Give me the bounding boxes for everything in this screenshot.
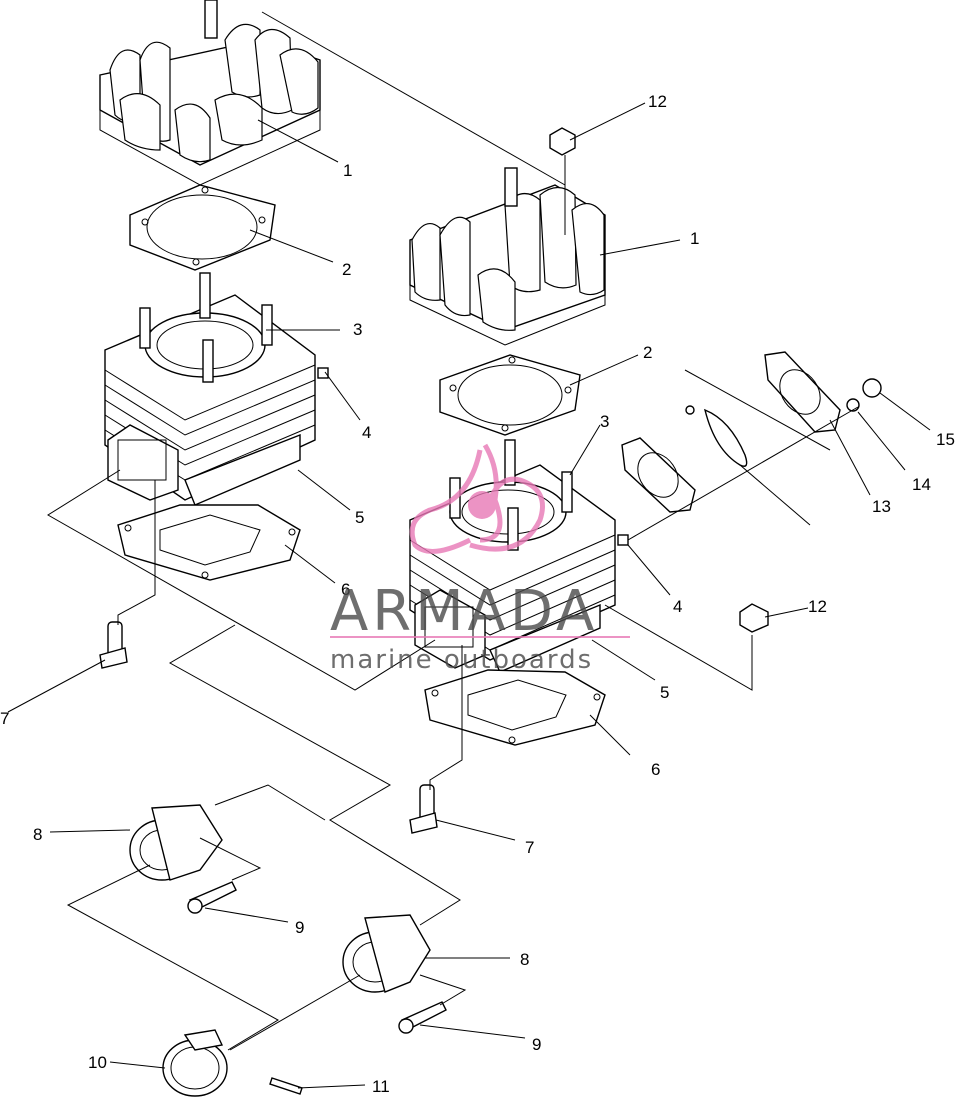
- intake-boot-right: [342, 914, 431, 993]
- nut-top: [549, 127, 576, 156]
- callout-1-left: 1: [343, 161, 352, 180]
- cylinder-left: [104, 272, 329, 506]
- leader-lines: [7, 102, 931, 1089]
- callout-8-left: 8: [33, 825, 42, 844]
- callout-13: 13: [872, 497, 891, 516]
- watermark-brand: ARMADA: [330, 579, 598, 644]
- callout-11: 11: [372, 1077, 390, 1096]
- watermark-divider: [330, 636, 630, 638]
- callout-7-right: 7: [525, 838, 534, 857]
- callout-8-right: 8: [520, 950, 529, 969]
- bolt-clamp: [269, 1077, 303, 1095]
- logo-dot: [468, 491, 496, 519]
- cylinder-right: [409, 439, 629, 673]
- fitting-right: [409, 784, 438, 834]
- callout-4-left: 4: [362, 423, 371, 442]
- callout-7-left: 7: [0, 709, 9, 728]
- callout-4-right: 4: [673, 597, 682, 616]
- cylinder-head-left: [99, 0, 321, 186]
- callout-12-top: 12: [648, 92, 667, 111]
- callout-10: 10: [88, 1053, 107, 1072]
- watermark-tagline: marine outboards: [330, 645, 593, 675]
- callout-2-right: 2: [643, 343, 652, 362]
- callout-2-left: 2: [342, 260, 351, 279]
- callout-3-left: 3: [353, 320, 362, 339]
- callout-3-right: 3: [600, 412, 609, 431]
- head-gasket-left: [129, 184, 276, 271]
- callout-15: 15: [936, 430, 955, 449]
- bolt-right: [398, 1001, 447, 1034]
- cylinder-head-right: [409, 167, 606, 346]
- assembly-lines: [47, 11, 859, 1051]
- callout-6-left: 6: [341, 580, 350, 599]
- callout-5-left: 5: [355, 508, 364, 527]
- head-gasket-right: [439, 354, 581, 436]
- callout-12-right: 12: [808, 597, 827, 616]
- callout-9-left: 9: [295, 918, 304, 937]
- nut-right: [739, 603, 769, 633]
- exhaust-gasket-set: [621, 351, 841, 513]
- intake-boot-left: [129, 804, 223, 881]
- callout-labels: 1 1 2 2 3 3 4 4 5 5 6 6 7 7 8 8 9 9 10 1…: [0, 92, 955, 1096]
- base-gasket-left: [117, 504, 301, 581]
- callout-9-right: 9: [532, 1035, 541, 1054]
- hose-clamp: [162, 1029, 228, 1097]
- bolt-left: [187, 881, 237, 914]
- callout-5-right: 5: [660, 683, 669, 702]
- callout-1-right: 1: [690, 229, 699, 248]
- fitting-left: [99, 621, 128, 669]
- base-gasket-right: [424, 669, 606, 746]
- callout-6-right: 6: [651, 760, 660, 779]
- washer-and-nut: [846, 378, 882, 412]
- callout-14: 14: [912, 475, 931, 494]
- armada-watermark: ARMADA marine outboards: [330, 443, 630, 675]
